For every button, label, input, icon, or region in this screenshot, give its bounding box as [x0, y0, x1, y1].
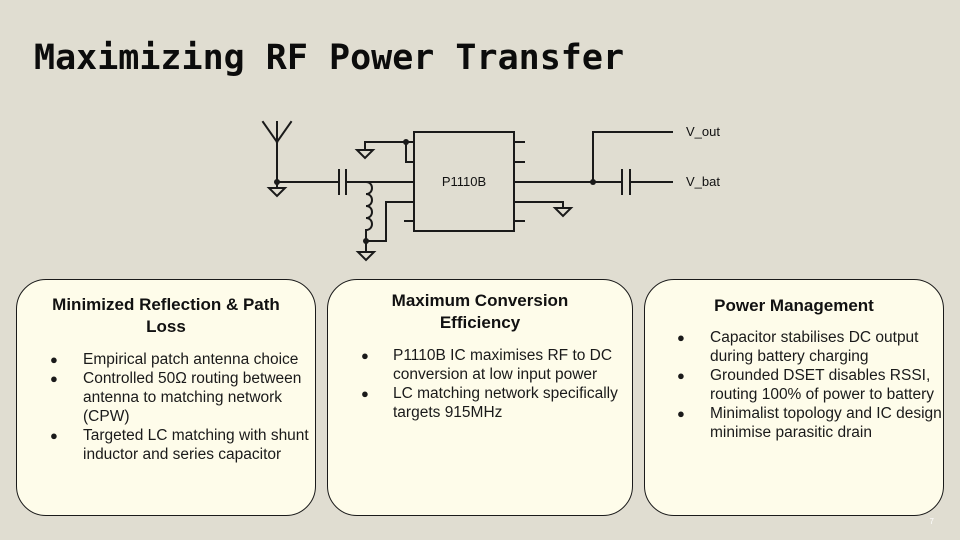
- list-item: ●P1110B IC maximises RF to DC conversion…: [361, 347, 613, 383]
- antenna-icon: [261, 120, 293, 183]
- card-reflection-loss: Minimized Reflection & Path Loss ●Empiri…: [16, 279, 316, 516]
- bullet-icon: ●: [361, 348, 369, 363]
- card-title: Minimized Reflection & Path Loss: [52, 295, 280, 336]
- list-item: ●Capacitor stabilises DC output during b…: [677, 329, 919, 365]
- bullet-icon: ●: [677, 330, 685, 345]
- list-item: ●Grounded DSET disables RSSI, routing 10…: [677, 367, 935, 403]
- bullet-icon: ●: [50, 352, 58, 367]
- bullet-list: ●Empirical patch antenna choice ●Control…: [17, 350, 315, 464]
- ic-label: P1110B: [442, 174, 486, 189]
- series-capacitor-icon: [338, 169, 347, 195]
- shunt-inductor-icon: [364, 180, 415, 249]
- junction-dots: [274, 139, 596, 244]
- card-power-management: Power Management ●Capacitor stabilises D…: [644, 279, 944, 516]
- bullet-icon: ●: [361, 386, 369, 401]
- bullet-icon: ●: [50, 371, 58, 386]
- bullet-list: ●Capacitor stabilises DC output during b…: [645, 328, 943, 442]
- card-title: Power Management: [714, 296, 874, 315]
- list-item: ●Empirical patch antenna choice: [50, 351, 299, 368]
- card-title: Maximum Conversion Efficiency: [391, 291, 569, 332]
- output-capacitor-icon: [621, 169, 631, 195]
- slide-title: Maximizing RF Power Transfer: [34, 38, 625, 78]
- list-item: ●LC matching network specifically target…: [361, 385, 618, 421]
- bullet-icon: ●: [677, 368, 685, 383]
- bullet-icon: ●: [50, 428, 58, 443]
- circuit-schematic: P1110B V_out V_bat: [261, 120, 720, 262]
- v-out-label: V_out: [686, 124, 720, 139]
- list-item: ●Minimalist topology and IC design minim…: [677, 405, 942, 441]
- list-item: ●Controlled 50Ω routing between antenna …: [50, 370, 302, 425]
- ground-icon-ic-right: [513, 201, 574, 218]
- slide-number: 7: [929, 517, 934, 526]
- list-item: ●Targeted LC matching with shunt inducto…: [50, 427, 309, 463]
- bullet-list: ●P1110B IC maximises RF to DC conversion…: [328, 346, 632, 422]
- bullet-icon: ●: [677, 406, 685, 421]
- card-conversion-efficiency: Maximum Conversion Efficiency ●P1110B IC…: [327, 279, 633, 516]
- v-bat-label: V_bat: [686, 174, 720, 189]
- ground-icon-ic-left: [354, 141, 415, 163]
